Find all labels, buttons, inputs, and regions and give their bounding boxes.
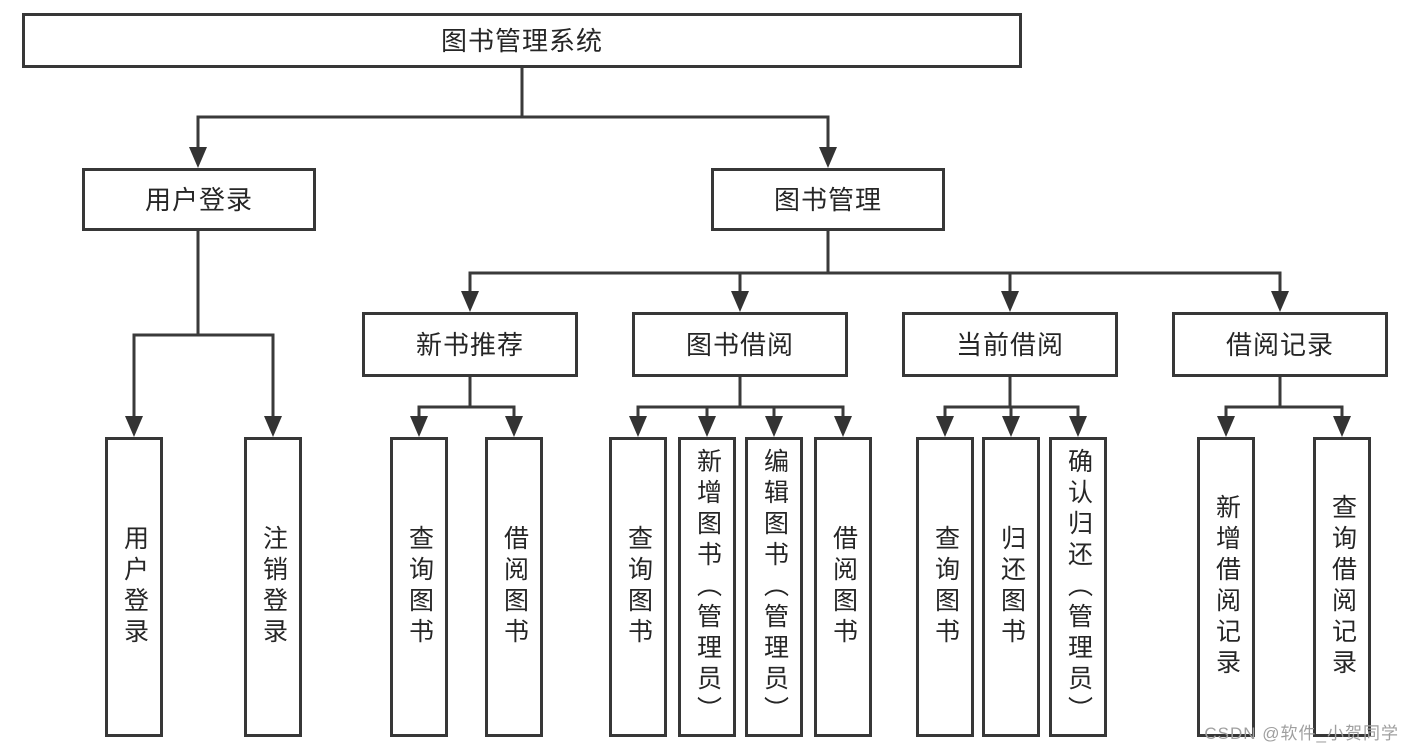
leaf-borrow-books-recommend: 借阅图书 xyxy=(485,437,543,737)
node-current-borrowing: 当前借阅 xyxy=(902,312,1118,377)
arrow-icon xyxy=(125,416,143,437)
arrow-icon xyxy=(264,416,282,437)
arrow-icon xyxy=(410,416,428,437)
leaf-return-book: 归还图书 xyxy=(982,437,1040,737)
arrow-icon xyxy=(461,291,479,312)
leaf-confirm-return-admin: 确认归还（管理员） xyxy=(1049,437,1107,737)
arrow-icon xyxy=(189,147,207,168)
arrow-icon xyxy=(1002,416,1020,437)
arrow-icon xyxy=(1271,291,1289,312)
arrow-icon xyxy=(505,416,523,437)
leaf-query-borrow-record: 查询借阅记录 xyxy=(1313,437,1371,737)
arrow-icon xyxy=(1069,416,1087,437)
leaf-query-books-current: 查询图书 xyxy=(916,437,974,737)
node-book-management: 图书管理 xyxy=(711,168,945,231)
node-borrow-records: 借阅记录 xyxy=(1172,312,1388,377)
node-book-borrowing: 图书借阅 xyxy=(632,312,848,377)
arrow-icon xyxy=(698,416,716,437)
arrow-icon xyxy=(834,416,852,437)
leaf-user-login: 用户登录 xyxy=(105,437,163,737)
arrow-icon xyxy=(1217,416,1235,437)
arrow-icon xyxy=(936,416,954,437)
leaf-logout: 注销登录 xyxy=(244,437,302,737)
arrow-icon xyxy=(1001,291,1019,312)
arrow-icon xyxy=(765,416,783,437)
leaf-query-books-borrowing: 查询图书 xyxy=(609,437,667,737)
leaf-edit-book-admin: 编辑图书（管理员） xyxy=(745,437,803,737)
arrow-icon xyxy=(629,416,647,437)
arrow-icon xyxy=(1333,416,1351,437)
node-new-book-recommend: 新书推荐 xyxy=(362,312,578,377)
node-user-login: 用户登录 xyxy=(82,168,316,231)
arrow-icon xyxy=(731,291,749,312)
leaf-add-book-admin: 新增图书（管理员） xyxy=(678,437,736,737)
arrowheads xyxy=(125,147,1351,437)
leaf-add-borrow-record: 新增借阅记录 xyxy=(1197,437,1255,737)
leaf-borrow-books-borrowing: 借阅图书 xyxy=(814,437,872,737)
node-root-system: 图书管理系统 xyxy=(22,13,1022,68)
connector-paths xyxy=(132,66,1344,424)
watermark: CSDN @软件_小贺同学 xyxy=(1204,724,1399,743)
leaf-query-books-recommend: 查询图书 xyxy=(390,437,448,737)
arrow-icon xyxy=(819,147,837,168)
